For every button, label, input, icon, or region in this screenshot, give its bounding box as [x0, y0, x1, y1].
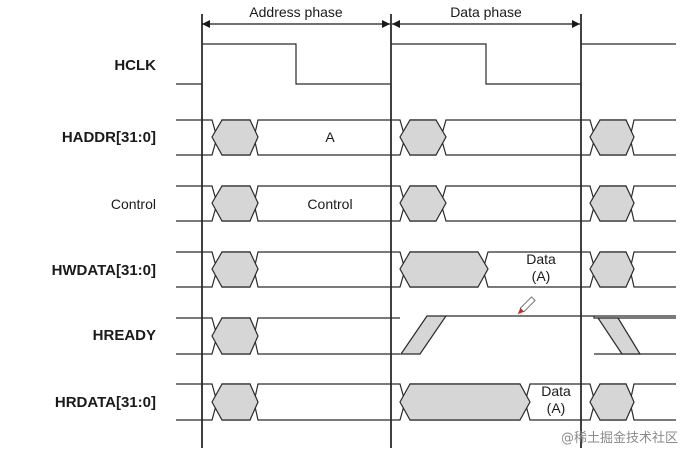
hclk-waveform	[176, 43, 676, 85]
watermark: @稀土掘金技术社区	[561, 430, 678, 446]
hwdata-value-line1: Data	[526, 251, 556, 267]
address-phase-marker: Address phase	[202, 4, 390, 28]
hready-label: HREADY	[93, 327, 156, 344]
data-phase-marker: Data phase	[392, 4, 580, 28]
address-phase-label: Address phase	[249, 4, 343, 20]
control-label: Control	[111, 196, 156, 212]
haddr-waveform: A	[176, 119, 676, 156]
hrdata-value-line1: Data	[541, 383, 571, 399]
data-phase-label: Data phase	[450, 4, 522, 20]
haddr-label: HADDR[31:0]	[62, 129, 156, 146]
hrdata-waveform: Data (A)	[176, 383, 676, 421]
hclk-label: HCLK	[114, 57, 156, 74]
control-value: Control	[307, 196, 352, 212]
pen-cursor-icon	[517, 296, 536, 315]
hready-waveform	[176, 315, 676, 355]
hwdata-value-line2: (A)	[532, 268, 551, 284]
haddr-value: A	[325, 129, 335, 145]
hrdata-label: HRDATA[31:0]	[55, 394, 156, 411]
hwdata-waveform: Data (A)	[176, 251, 676, 288]
hrdata-value-line2: (A)	[547, 400, 566, 416]
control-waveform: Control	[176, 185, 676, 222]
hwdata-label: HWDATA[31:0]	[52, 262, 156, 279]
